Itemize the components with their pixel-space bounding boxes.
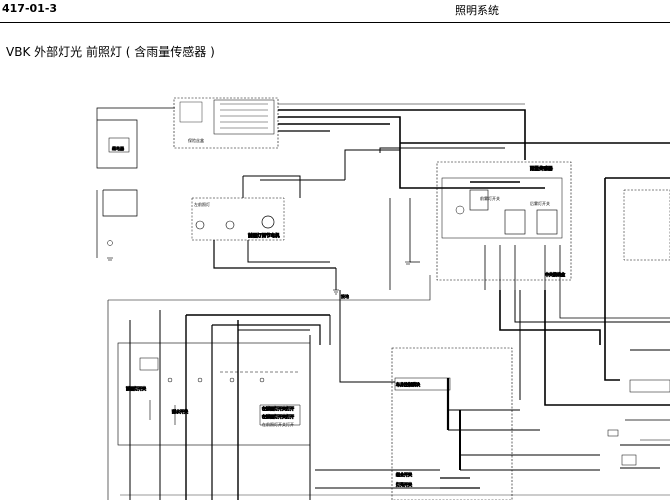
bcm-label-2: 中央接线盒 <box>545 271 565 277</box>
bcm-label: 车身控制模块 <box>396 381 420 387</box>
rain-sensor-label: 雨量传感器 <box>530 165 553 172</box>
diagram-title: VBK 外部灯光 前照灯 ( 含雨量传感器 ) <box>6 45 215 59</box>
header-rule <box>0 22 670 23</box>
left-headlamp-label: 左前照灯 <box>194 201 210 207</box>
ground-symbols: 接地 <box>107 257 411 299</box>
ground-label: 接地 <box>341 293 349 299</box>
light-switch-1-label: 前照灯开关 <box>126 385 146 391</box>
right-wires <box>499 177 670 469</box>
light-switch-2-label: 刮水开关 <box>172 408 188 414</box>
combo-switch-label: 组合开关 <box>396 471 412 477</box>
left-relay-group: 继电器 <box>96 107 175 258</box>
switch-note-1: 在前照灯开关打开 <box>262 405 294 411</box>
headlamp-leveling-block: 前照灯调节电机 <box>191 149 400 290</box>
center-relay-module: 雨量传感器 中央接线盒 <box>389 161 572 290</box>
page-code: 417-01-3 <box>2 2 58 15</box>
connector-marks <box>607 379 670 466</box>
light-switch-4-label: 后雾灯开关 <box>530 200 550 206</box>
switch-note-2: 在前照灯开关打开 <box>262 413 294 419</box>
relay-label: 继电器 <box>112 145 124 151</box>
section-title: 照明系统 <box>455 4 499 17</box>
switch-note-3: 在前照灯开关打开 <box>262 421 294 427</box>
combo-switch-2-label: 灯光开关 <box>396 481 412 487</box>
light-switch-3-label: 前雾灯开关 <box>480 195 500 201</box>
light-switch-block: 前照灯开关 刮水开关 在前照灯开关打开 在前照灯开关打开 <box>117 342 311 446</box>
switch-feed-wires <box>107 275 670 500</box>
fuse-box: 保险丝盒 <box>173 97 279 149</box>
headlamp-leveling-motor-label: 前照灯调节电机 <box>248 232 280 239</box>
body-control-module: 车身控制模块 组合开关 灯光开关 <box>391 347 600 500</box>
fuse-box-label: 保险丝盒 <box>188 137 204 143</box>
main-power-wires <box>278 103 670 189</box>
